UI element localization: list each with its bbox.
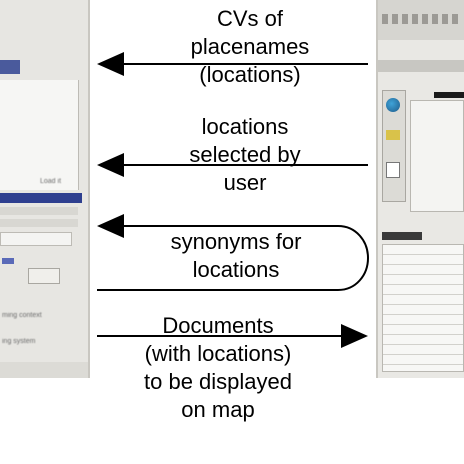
label-line: (with locations) xyxy=(144,341,292,366)
right-table-header xyxy=(382,232,422,240)
right-table xyxy=(382,244,464,372)
folder-icon xyxy=(386,130,400,140)
label-synonyms: synonyms for locations xyxy=(136,228,336,284)
arrow-3-head xyxy=(97,214,124,238)
arrow-1-head xyxy=(97,52,124,76)
label-line: user xyxy=(223,170,267,195)
label-line: to be displayed xyxy=(144,369,292,394)
left-row xyxy=(0,232,72,246)
left-context-text: ming context xyxy=(2,312,42,319)
left-selected-row xyxy=(0,193,82,203)
left-bottom-strip xyxy=(0,362,88,378)
label-line: locations xyxy=(201,114,289,139)
label-line: locations xyxy=(192,257,280,282)
left-system-text: ing system xyxy=(2,338,36,345)
label-line: synonyms for xyxy=(170,229,302,254)
left-button xyxy=(28,268,60,284)
globe-icon xyxy=(386,98,400,112)
right-dark-bar xyxy=(434,92,464,98)
arrow-3-loop xyxy=(97,225,370,291)
left-row xyxy=(0,219,78,227)
arrow-4-head xyxy=(341,324,368,348)
left-load-label: Load it xyxy=(40,178,62,185)
right-toolbar-icons xyxy=(382,14,462,24)
right-list-area xyxy=(410,100,464,212)
left-application-screenshot: Load it ming context ing system xyxy=(0,0,90,378)
label-cvs-of-placenames: CVs of placenames (locations) xyxy=(150,5,350,89)
left-row xyxy=(0,207,78,215)
left-link xyxy=(2,258,14,264)
label-line: Documents xyxy=(162,313,274,338)
left-header-bar xyxy=(0,60,20,74)
document-icon xyxy=(386,162,400,178)
label-line: on map xyxy=(181,397,255,422)
left-list-area xyxy=(0,80,79,190)
label-line: CVs of xyxy=(216,6,284,31)
label-line: selected by xyxy=(189,142,301,167)
right-application-screenshot xyxy=(376,0,464,378)
arrow-2-head xyxy=(97,153,124,177)
label-locations-selected: locations selected by user xyxy=(145,113,345,197)
label-line: placenames xyxy=(190,34,310,59)
label-line: (locations) xyxy=(199,62,301,87)
label-documents: Documents (with locations) to be displayed… xyxy=(108,312,328,424)
right-subheader xyxy=(378,60,464,72)
